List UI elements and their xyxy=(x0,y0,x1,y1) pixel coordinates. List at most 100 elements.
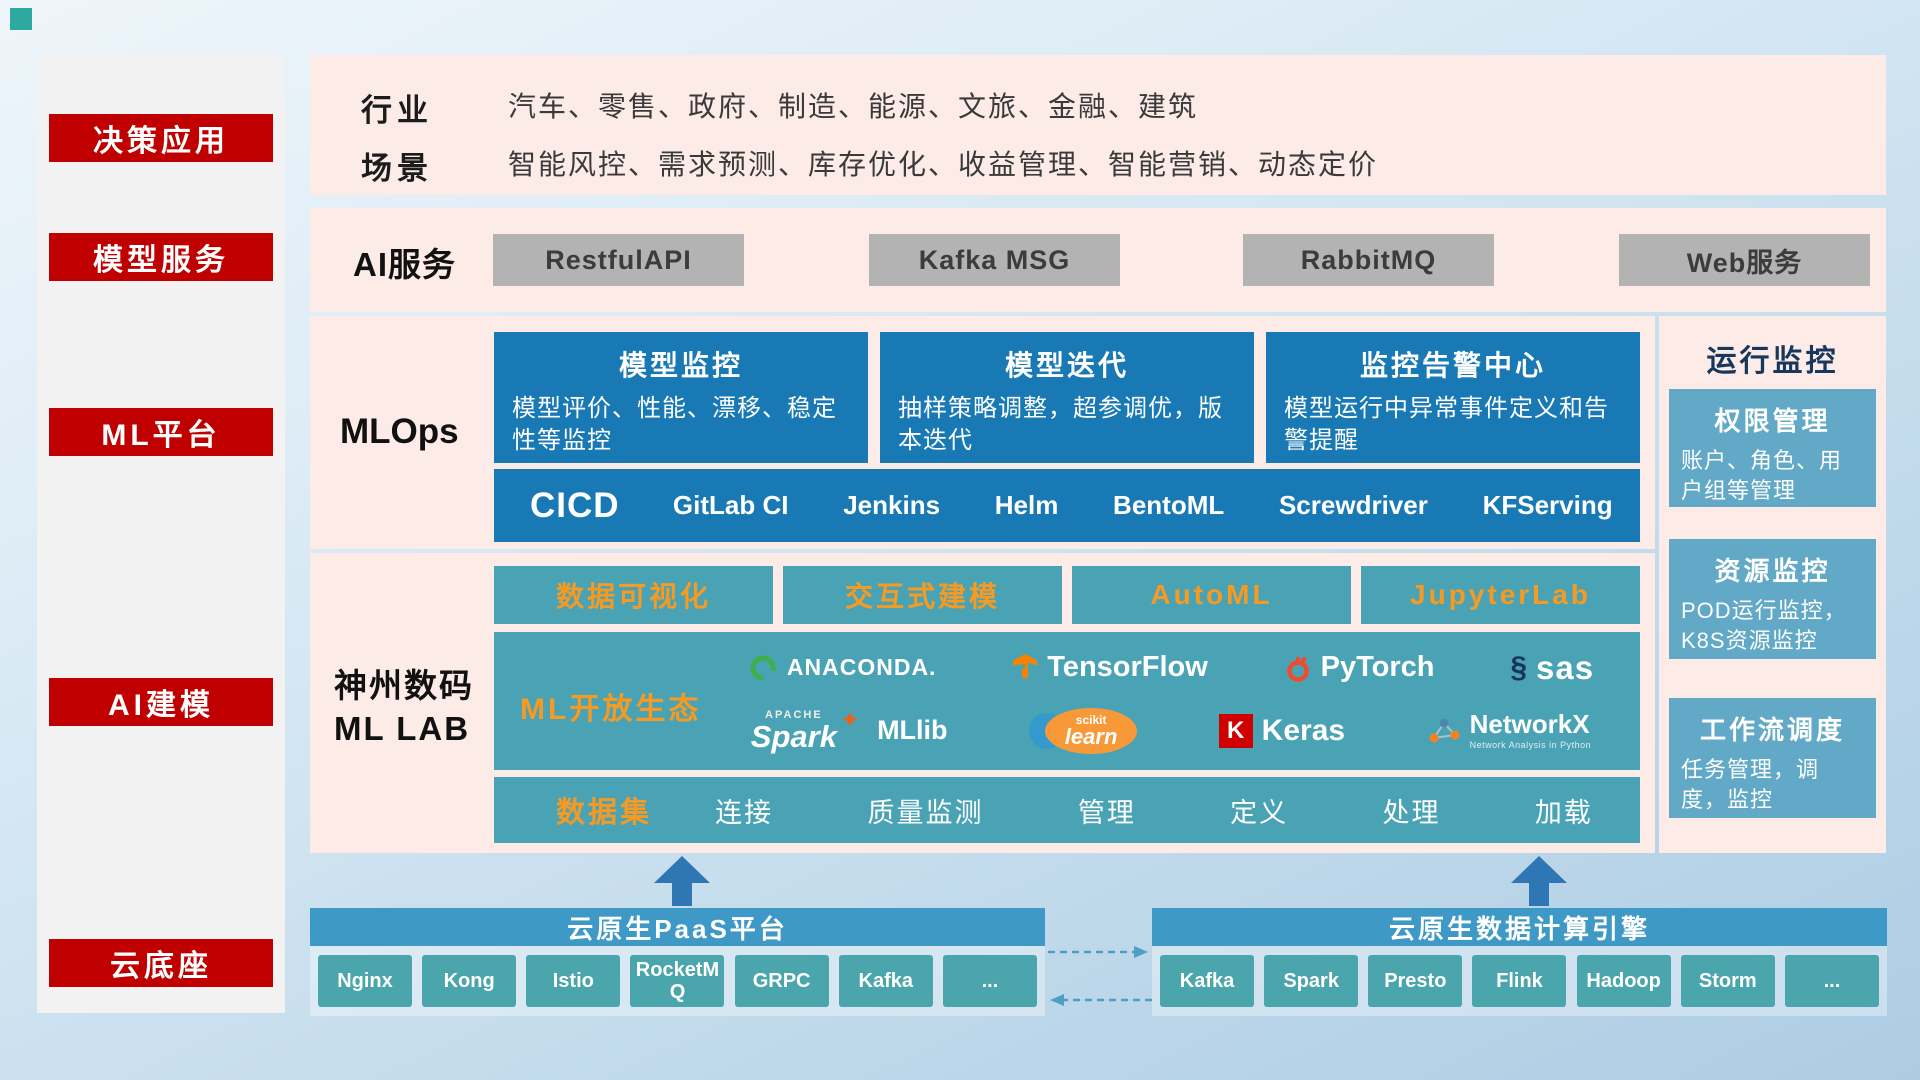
card-title: 资源监控 xyxy=(1714,556,1831,586)
anaconda-wordmark: ANACONDA. xyxy=(786,654,937,680)
sas-swirl-icon: § xyxy=(1510,650,1527,684)
ecosystem-row-2: APACHE Spark ✦ MLlib scikit learn xyxy=(710,707,1632,754)
dataset-item-quality: 质量监测 xyxy=(867,797,984,828)
chip-more: ... xyxy=(1784,955,1879,1007)
corner-mark xyxy=(10,8,32,30)
mllab-label: 神州数码 ML LAB xyxy=(334,665,474,751)
chip-istio: Istio xyxy=(526,955,621,1007)
logo-keras: K Keras xyxy=(1218,713,1346,748)
card-workflow-scheduling: 工作流调度 任务管理，调度，监控 xyxy=(1669,698,1876,818)
card-permission-management: 权限管理 账户、角色、用户组等管理 xyxy=(1669,389,1876,507)
dataset-item-load: 加载 xyxy=(1534,797,1593,828)
service-kafka-msg: Kafka MSG xyxy=(869,234,1120,286)
chip-kafka: Kafka xyxy=(1160,955,1254,1007)
industry-list: 汽车、零售、政府、制造、能源、文旅、金融、建筑 xyxy=(508,91,1199,122)
industry-label: 行业 xyxy=(361,93,433,128)
logo-pytorch: PyTorch xyxy=(1284,651,1435,684)
spark-wordmark: APACHE Spark xyxy=(751,708,837,752)
chip-more: ... xyxy=(942,955,1037,1007)
chip-grpc: GRPC xyxy=(734,955,829,1007)
cicd-tool-gitlab-ci: GitLab CI xyxy=(672,490,789,520)
logo-sas: § sas xyxy=(1510,649,1594,687)
card-alert-center: 监控告警中心 模型运行中异常事件定义和告警提醒 xyxy=(1266,332,1640,463)
logo-scikit-learn: scikit learn xyxy=(1029,707,1138,754)
tool-automl: AutoML xyxy=(1072,566,1351,624)
chip-nginx: Nginx xyxy=(318,955,412,1007)
chip-kafka: Kafka xyxy=(838,955,933,1007)
ai-service-label: AI服务 xyxy=(353,246,456,283)
dataset-item-process: 处理 xyxy=(1382,797,1441,828)
runtime-monitor-panel: 运行监控 权限管理 账户、角色、用户组等管理 资源监控 POD运行监控，K8S资… xyxy=(1659,316,1886,853)
sas-wordmark: sas xyxy=(1536,648,1595,686)
up-arrow-icon xyxy=(1511,856,1567,906)
dataset-items: 连接 质量监测 管理 定义 处理 加载 xyxy=(668,791,1640,830)
mllab-label-line2: ML LAB xyxy=(334,709,471,747)
paas-chips: Nginx Kong Istio RocketMQ GRPC Kafka ... xyxy=(318,952,1037,1010)
ecosystem-logos: ANACONDA. TensorFlow xyxy=(710,632,1632,770)
ml-open-ecosystem: ML开放生态 ANACONDA. TensorFlow xyxy=(494,632,1640,770)
mllab-panel: 神州数码 ML LAB 数据可视化 交互式建模 AutoML JupyterLa… xyxy=(310,553,1655,853)
chip-flink: Flink xyxy=(1472,955,1567,1007)
apache-label: APACHE xyxy=(765,708,823,721)
service-restfulapi: RestfulAPI xyxy=(493,234,744,286)
scenario-label: 场景 xyxy=(361,151,433,186)
service-rabbitmq: RabbitMQ xyxy=(1243,234,1494,286)
card-desc: 抽样策略调整，超参调优，版本迭代 xyxy=(898,395,1223,455)
up-arrow-icon xyxy=(654,856,710,906)
logo-spark-mllib: APACHE Spark ✦ MLlib xyxy=(751,707,948,752)
tool-data-visualization: 数据可视化 xyxy=(494,566,773,624)
cicd-tools: GitLab CI Jenkins Helm BentoML Screwdriv… xyxy=(646,490,1640,521)
card-desc: 模型运行中异常事件定义和告警提醒 xyxy=(1284,395,1609,455)
mllab-label-line1: 神州数码 xyxy=(334,667,474,704)
cicd-tool-helm: Helm xyxy=(994,490,1059,520)
ecosystem-row-1: ANACONDA. TensorFlow xyxy=(710,649,1632,687)
chip-storm: Storm xyxy=(1680,955,1775,1007)
dataset-item-define: 定义 xyxy=(1230,797,1289,828)
cicd-bar: CICD GitLab CI Jenkins Helm BentoML Scre… xyxy=(494,469,1640,542)
cicd-label: CICD xyxy=(530,485,620,525)
industry-scenario-panel: 行业 汽车、零售、政府、制造、能源、文旅、金融、建筑 场景 智能风控、需求预测、… xyxy=(310,55,1886,195)
card-title: 模型监控 xyxy=(618,350,743,381)
scenario-list: 智能风控、需求预测、库存优化、收益管理、智能营销、动态定价 xyxy=(508,149,1379,180)
mlops-panel: MLOps 模型监控 模型评价、性能、漂移、稳定性等监控 模型迭代 抽样策略调整… xyxy=(310,316,1655,549)
logo-anaconda: ANACONDA. xyxy=(748,653,937,683)
runtime-monitor-title: 运行监控 xyxy=(1706,345,1839,378)
layer-badge-ml-platform: ML平台 xyxy=(49,408,273,456)
cicd-tool-jenkins: Jenkins xyxy=(843,490,941,520)
networkx-wordmark: NetworkX Network Analysis in Python xyxy=(1469,709,1592,750)
mllib-word: MLlib xyxy=(877,715,948,745)
chip-spark: Spark xyxy=(1264,955,1359,1007)
chip-rocketmq: RocketMQ xyxy=(630,955,725,1007)
card-model-monitoring: 模型监控 模型评价、性能、漂移、稳定性等监控 xyxy=(494,332,868,463)
chip-hadoop: Hadoop xyxy=(1576,955,1671,1007)
card-title: 工作流调度 xyxy=(1699,715,1845,745)
keras-wordmark: Keras xyxy=(1261,713,1346,747)
dataset-label: 数据集 xyxy=(556,797,653,829)
chip-presto: Presto xyxy=(1368,955,1463,1007)
engine-chips: Kafka Spark Presto Flink Hadoop Storm ..… xyxy=(1160,952,1879,1010)
anaconda-icon xyxy=(750,655,776,680)
cicd-tool-bentoml: BentoML xyxy=(1113,490,1225,520)
logo-tensorflow: TensorFlow xyxy=(1012,651,1208,684)
networkx-word: NetworkX xyxy=(1469,709,1590,740)
data-engine-header: 云原生数据计算引擎 xyxy=(1152,908,1887,946)
cicd-tool-kfserving: KFServing xyxy=(1482,490,1613,520)
card-model-iteration: 模型迭代 抽样策略调整，超参调优，版本迭代 xyxy=(880,332,1254,463)
ai-service-panel: AI服务 RestfulAPI Kafka MSG RabbitMQ Web服务 xyxy=(310,208,1886,312)
mlops-label: MLOps xyxy=(340,412,459,451)
dataset-item-manage: 管理 xyxy=(1077,797,1136,828)
card-resource-monitoring: 资源监控 POD运行监控，K8S资源监控 xyxy=(1669,539,1876,659)
keras-k-icon: K xyxy=(1218,713,1253,748)
tensorflow-wordmark: TensorFlow xyxy=(1047,651,1208,683)
layer-badge-model-service: 模型服务 xyxy=(49,233,273,281)
networkx-icon xyxy=(1429,718,1460,743)
ecosystem-label: ML开放生态 xyxy=(520,693,702,726)
layer-badge-ai-modeling: AI建模 xyxy=(49,678,273,726)
service-web: Web服务 xyxy=(1619,234,1870,286)
dataset-item-connect: 连接 xyxy=(715,797,774,828)
chip-kong: Kong xyxy=(422,955,517,1007)
mllab-tools: 数据可视化 交互式建模 AutoML JupyterLab xyxy=(494,566,1640,624)
scikit-word-learn: learn xyxy=(1064,723,1118,749)
tool-jupyterlab: JupyterLab xyxy=(1361,566,1640,624)
